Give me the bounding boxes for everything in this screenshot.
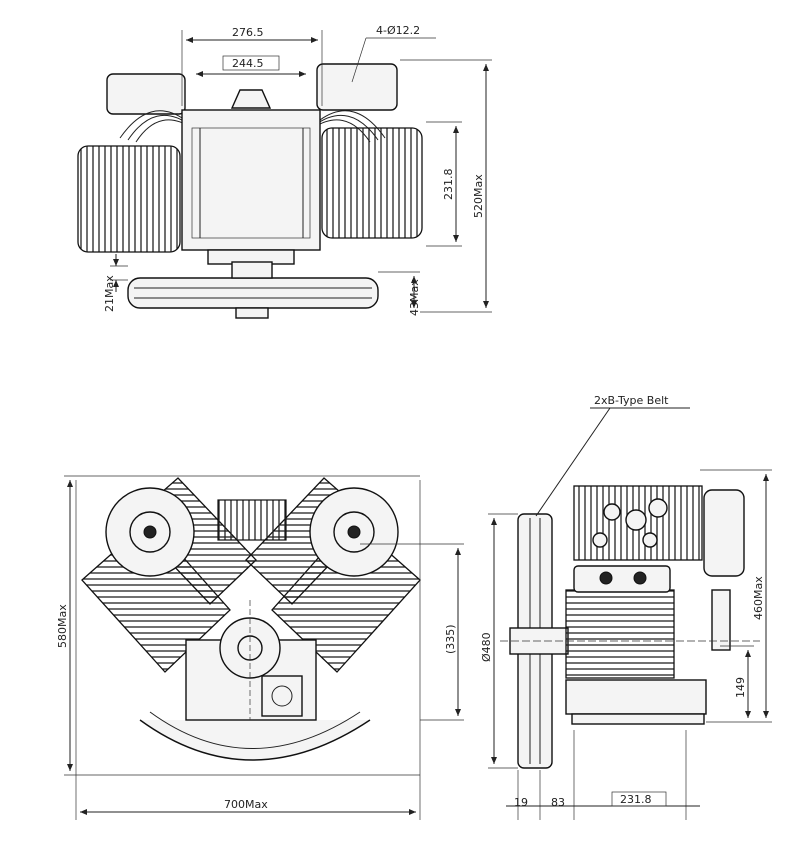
dim-21max: 21Max <box>103 275 116 312</box>
dim-231-8-top: 231.8 <box>442 169 455 201</box>
side-filter <box>703 489 745 577</box>
front-view: 580Max 700Max (335) <box>56 475 464 820</box>
side-cylinder-fins <box>565 589 675 679</box>
dim-520max: 520Max <box>472 174 485 218</box>
dim-580max: 580Max <box>56 604 69 648</box>
flywheel <box>139 719 371 761</box>
dim-43max: 43Max <box>408 279 421 316</box>
dim-dia-480: Ø480 <box>480 632 493 662</box>
top-view: 276.5 244.5 4-Ø12.2 231.8 520Max 21Max 4… <box>77 24 492 319</box>
dim-460max: 460Max <box>752 576 765 620</box>
dim-335: (335) <box>444 624 457 654</box>
belt-label: 2xB-Type Belt <box>594 394 669 407</box>
dim-149: 149 <box>734 677 747 698</box>
dim-19: 19 <box>514 796 528 809</box>
left-cylinder-fins <box>77 145 181 253</box>
pulley-top <box>127 277 379 309</box>
side-view: 2xB-Type Belt Ø480 460Max 149 19 83 231.… <box>480 394 772 820</box>
left-air-filter <box>106 73 186 115</box>
crankcase-top <box>181 109 321 251</box>
right-air-filter <box>316 63 398 111</box>
right-cylinder-fins <box>321 127 423 239</box>
dim-231-8-side: 231.8 <box>620 793 652 806</box>
dim-700max: 700Max <box>224 798 268 811</box>
dim-244-5: 244.5 <box>232 57 264 70</box>
dim-83: 83 <box>551 796 565 809</box>
dim-276-5: 276.5 <box>232 26 264 39</box>
dim-holes: 4-Ø12.2 <box>376 24 420 37</box>
